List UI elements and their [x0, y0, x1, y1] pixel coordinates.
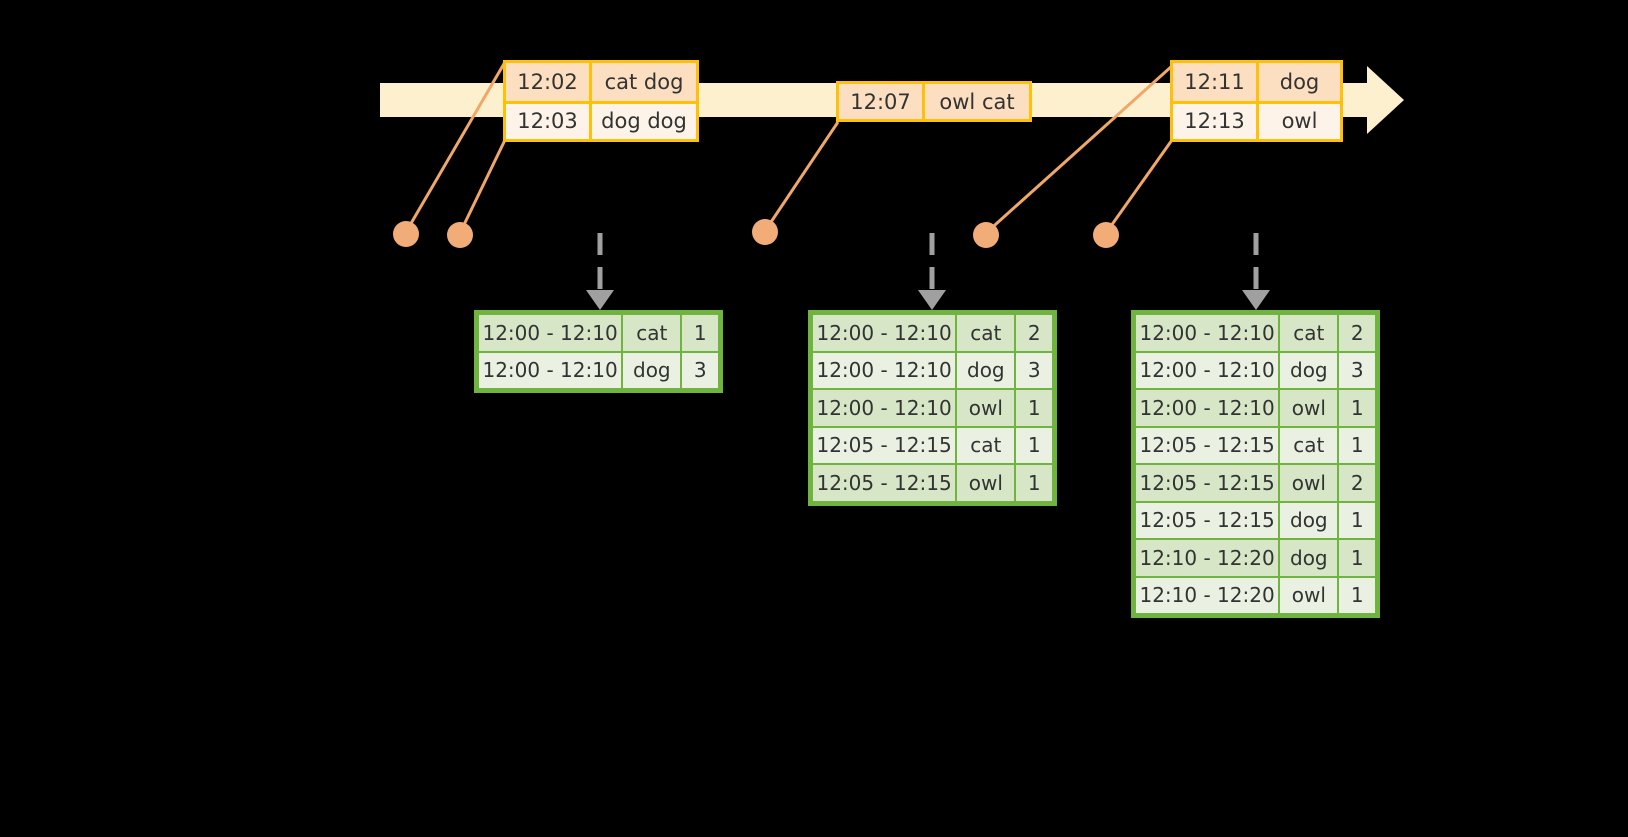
cell-word: owl — [957, 390, 1015, 426]
timeline-event-row[interactable]: 12:11 dog — [1173, 63, 1340, 101]
connector-dot — [752, 219, 778, 245]
connector-dot — [393, 221, 419, 247]
connector-dot — [973, 222, 999, 248]
event-words: dog — [1259, 63, 1340, 101]
cell-word: cat — [957, 427, 1015, 463]
event-time: 12:11 — [1173, 63, 1259, 101]
cell-window: 12:05 - 12:15 — [813, 427, 956, 463]
cell-count: 2 — [1016, 315, 1052, 351]
cell-word: dog — [1280, 502, 1338, 538]
cell-count: 1 — [682, 315, 718, 351]
cell-count: 2 — [1339, 315, 1375, 351]
cell-window: 12:10 - 12:20 — [1136, 540, 1279, 576]
cell-count: 3 — [1016, 352, 1052, 388]
cell-window: 12:05 - 12:15 — [1136, 465, 1279, 501]
cell-word: dog — [623, 352, 681, 388]
cell-window: 12:00 - 12:10 — [813, 390, 956, 426]
cell-window: 12:00 - 12:10 — [813, 352, 956, 388]
cell-word: owl — [1280, 577, 1338, 613]
cell-word: cat — [957, 315, 1015, 351]
cell-window: 12:00 - 12:10 — [1136, 352, 1279, 388]
cell-count: 1 — [1016, 465, 1052, 501]
connector-dots — [393, 219, 1119, 248]
cell-window: 12:00 - 12:10 — [1136, 315, 1279, 351]
cell-word: owl — [957, 465, 1015, 501]
connector-dot — [1093, 222, 1119, 248]
event-words: dog dog — [592, 103, 696, 139]
cell-word: cat — [1280, 427, 1338, 463]
event-time: 12:03 — [506, 103, 592, 139]
event-words: cat dog — [592, 63, 696, 101]
cell-word: dog — [957, 352, 1015, 388]
event-time: 12:07 — [839, 84, 925, 119]
timeline-event-row[interactable]: 12:13 owl — [1173, 100, 1340, 139]
cell-count: 1 — [1339, 427, 1375, 463]
connector-dot — [447, 222, 473, 248]
cell-count: 3 — [1339, 352, 1375, 388]
cell-count: 3 — [682, 352, 718, 388]
cell-word: owl — [1280, 390, 1338, 426]
cell-word: cat — [1280, 315, 1338, 351]
cell-count: 1 — [1016, 390, 1052, 426]
cell-window: 12:10 - 12:20 — [1136, 577, 1279, 613]
dashed-arrowheads — [586, 290, 1270, 310]
cell-window: 12:00 - 12:10 — [479, 315, 622, 351]
cell-count: 1 — [1339, 540, 1375, 576]
timeline-event-group-1[interactable]: 12:02 cat dog 12:03 dog dog — [503, 60, 699, 142]
cell-window: 12:00 - 12:10 — [479, 352, 622, 388]
cell-count: 1 — [1339, 502, 1375, 538]
cell-count: 1 — [1016, 427, 1052, 463]
timeline-event-row[interactable]: 12:07 owl cat — [839, 84, 1029, 119]
cell-word: dog — [1280, 540, 1338, 576]
cell-word: owl — [1280, 465, 1338, 501]
timeline-event-group-2[interactable]: 12:07 owl cat — [836, 81, 1032, 122]
cell-window: 12:05 - 12:15 — [1136, 502, 1279, 538]
event-time: 12:02 — [506, 63, 592, 101]
cell-window: 12:00 - 12:10 — [813, 315, 956, 351]
cell-window: 12:05 - 12:15 — [1136, 427, 1279, 463]
event-words: owl cat — [925, 84, 1029, 119]
timeline-event-row[interactable]: 12:03 dog dog — [506, 100, 696, 139]
cell-window: 12:00 - 12:10 — [1136, 390, 1279, 426]
cell-count: 2 — [1339, 465, 1375, 501]
cell-word: cat — [623, 315, 681, 351]
cell-word: dog — [1280, 352, 1338, 388]
dashed-arrows — [597, 233, 1259, 292]
timeline-event-group-3[interactable]: 12:11 dog 12:13 owl — [1170, 60, 1343, 142]
event-time: 12:13 — [1173, 103, 1259, 139]
timeline-event-row[interactable]: 12:02 cat dog — [506, 63, 696, 101]
cell-window: 12:05 - 12:15 — [813, 465, 956, 501]
event-words: owl — [1259, 103, 1340, 139]
cell-count: 1 — [1339, 577, 1375, 613]
cell-count: 1 — [1339, 390, 1375, 426]
